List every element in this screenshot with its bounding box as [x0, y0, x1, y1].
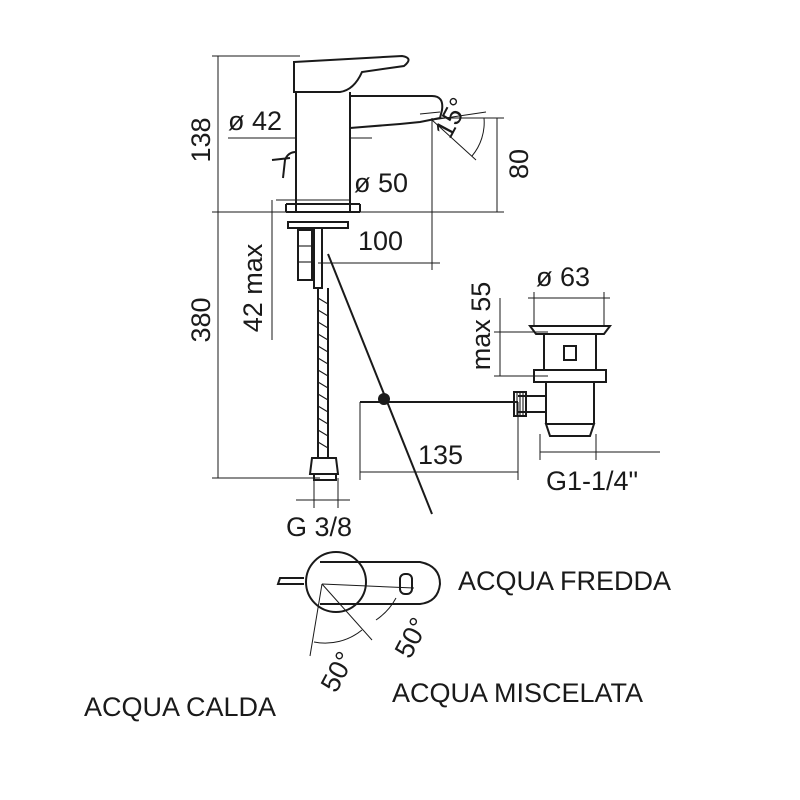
label-hot-water: ACQUA CALDA: [84, 692, 276, 722]
dim-angle-50-hot: 50°: [315, 647, 361, 697]
label-mixed-water: ACQUA MISCELATA: [392, 678, 643, 708]
dim-135: 135: [418, 440, 463, 470]
dimension-lines: [212, 55, 660, 508]
dim-138: 138: [186, 117, 216, 162]
pull-rod: [327, 253, 518, 515]
mixer-body: [271, 54, 444, 213]
dim-100: 100: [358, 226, 403, 256]
dim-diameter-63: ø 63: [536, 262, 590, 292]
dim-42-max: 42 max: [238, 243, 268, 332]
dim-angle-15: 15°: [429, 93, 475, 143]
dim-angle-50-cold: 50°: [389, 613, 435, 663]
dim-max-55: max 55: [466, 282, 496, 371]
lever-top-view: [276, 551, 442, 657]
dim-g1-1-4: G1-1/4": [546, 466, 638, 496]
dim-380: 380: [186, 297, 216, 342]
dim-diameter-50: ø 50: [354, 168, 408, 198]
dim-diameter-42: ø 42: [228, 106, 282, 136]
dimension-texts: 138 ø 42 15° 80 ø 50 100 42 max 380 max …: [186, 93, 638, 697]
pop-up-waste: [513, 325, 612, 437]
dim-80: 80: [504, 149, 534, 179]
water-labels: ACQUA FREDDA ACQUA CALDA ACQUA MISCELATA: [84, 566, 671, 722]
label-cold-water: ACQUA FREDDA: [458, 566, 671, 596]
mounting-and-hose: [287, 221, 349, 481]
dim-g-3-8: G 3/8: [286, 512, 352, 542]
